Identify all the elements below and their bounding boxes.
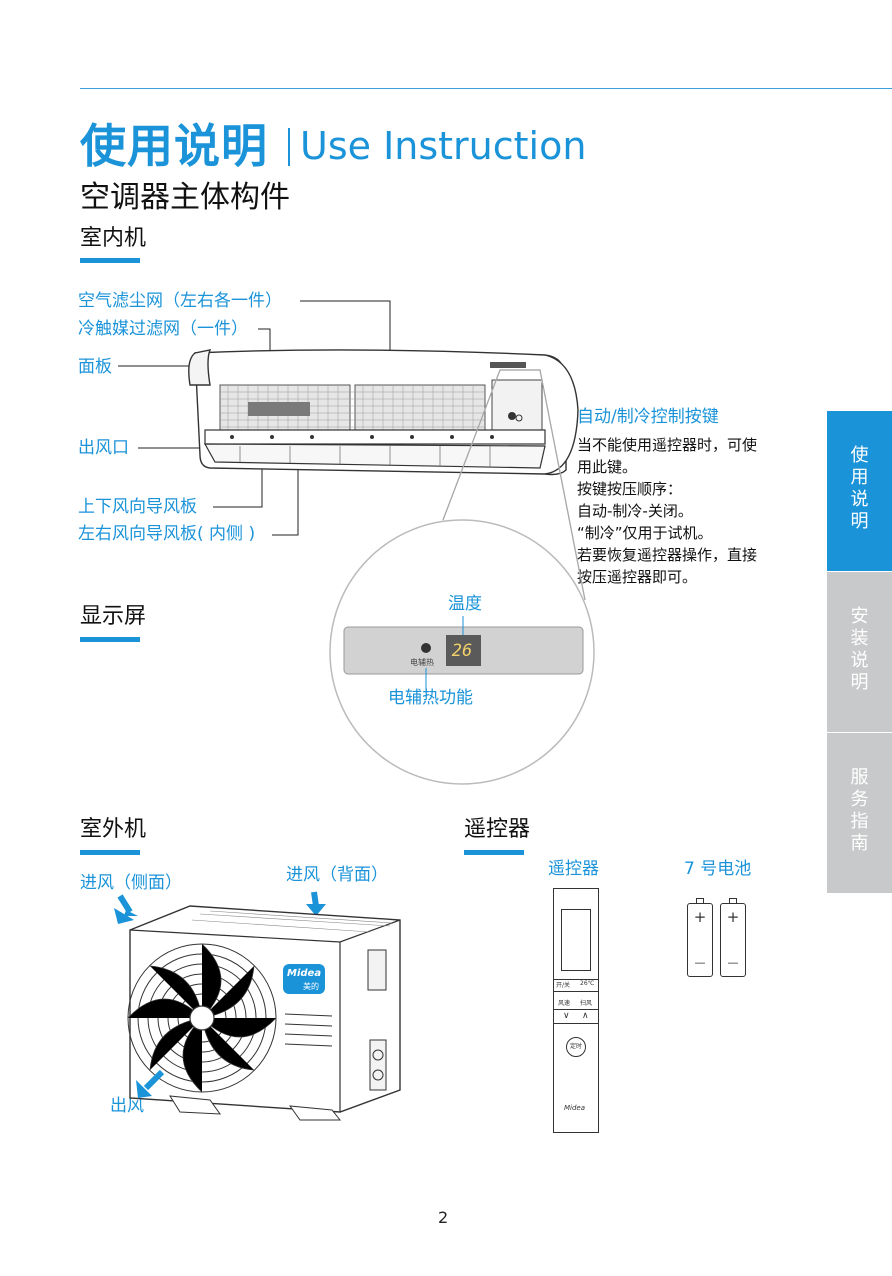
remote-temp-button: 26℃ [580,980,595,987]
label-cold-catalyst-filter: 冷触媒过滤网（一件） [78,319,248,339]
battery-minus: — [694,956,706,969]
indoor-heading: 室内机 [80,226,147,251]
display-heading: 显示屏 [80,604,147,629]
desc-line: 按压遥控器即可。 [577,568,698,586]
remote-down-icon: ∨ [563,1011,570,1021]
display-heading-bar [80,637,140,642]
page-title-cn: 使用说明 [80,119,268,173]
battery-right: + — [720,898,746,977]
outdoor-brand-cn: 美的 [303,982,319,991]
label-inlet-side: 进风（侧面） [80,873,182,893]
side-tab-install[interactable]: 安装说明 [827,572,892,732]
page-title-en: Use Instruction [300,124,587,168]
desc-line: 当不能使用遥控器时，可使 [577,436,758,454]
remote-up-icon: ∧ [582,1011,589,1021]
remote-control: 开/关 26℃ 风速 扫风 ∨ ∧ 定时 Midea [553,888,599,1133]
header-rule [80,88,892,89]
button-description: 当不能使用遥控器时，可使 用此键。 按键按压顺序： 自动-制冷-关闭。 “制冷”… [577,434,757,588]
desc-line: “制冷”仅用于试机。 [577,524,713,542]
page-number: 2 [438,1208,449,1227]
label-outlet: 出风 [110,1096,144,1116]
label-inlet-back: 进风（背面） [286,865,388,885]
label-panel: 面板 [78,357,112,377]
desc-line: 若要恢复遥控器操作，直接 [577,546,758,564]
label-air-outlet: 出风口 [78,438,129,458]
remote-fan-button: 风速 [558,1000,571,1007]
side-tab-label: 服务指南 [850,767,869,854]
remote-heading-bar [464,850,524,855]
remote-heading: 遥控器 [464,817,531,842]
label-heater-function: 电辅热功能 [388,688,473,708]
outdoor-heading: 室外机 [80,817,147,842]
battery-left: + — [687,898,713,977]
label-auto-cool-button: 自动/制冷控制按键 [577,407,719,427]
remote-swing-button: 扫风 [580,1000,593,1007]
side-tab-label: 安装说明 [850,606,869,693]
battery-plus: + [726,908,740,926]
label-battery: 7 号电池 [684,859,752,879]
side-tab-usage[interactable]: 使用说明 [827,411,892,571]
display-temperature-value: 26 [451,641,473,661]
remote-brand: Midea [564,1104,586,1112]
battery-plus: + [693,908,707,926]
title-separator [288,128,290,166]
indoor-heading-bar [80,258,140,263]
outdoor-brand-en: Midea [287,968,322,979]
battery-minus: — [727,956,739,969]
outdoor-unit-illustration [114,891,401,1121]
remote-power-button: 开/关 [556,982,571,989]
desc-line: 用此键。 [577,458,638,476]
label-temperature: 温度 [448,594,482,614]
label-horizontal-louver: 左右风向导风板( 内侧 ) [78,524,256,544]
desc-line: 按键按压顺序： [577,480,683,498]
label-air-filter: 空气滤尘网（左右各一件） [78,291,282,311]
outdoor-heading-bar [80,850,140,855]
remote-timer-button: 定时 [566,1037,586,1057]
side-tab-service[interactable]: 服务指南 [827,733,892,893]
indoor-unit-illustration [118,300,595,785]
remote-screen [561,909,591,971]
display-heater-small-label: 电辅热 [410,658,434,667]
label-vertical-louver: 上下风向导风板 [78,497,197,517]
side-tab-label: 使用说明 [850,445,869,532]
label-remote: 遥控器 [548,859,599,879]
desc-line: 自动-制冷-关闭。 [577,502,693,520]
section-title: 空调器主体构件 [80,180,290,215]
